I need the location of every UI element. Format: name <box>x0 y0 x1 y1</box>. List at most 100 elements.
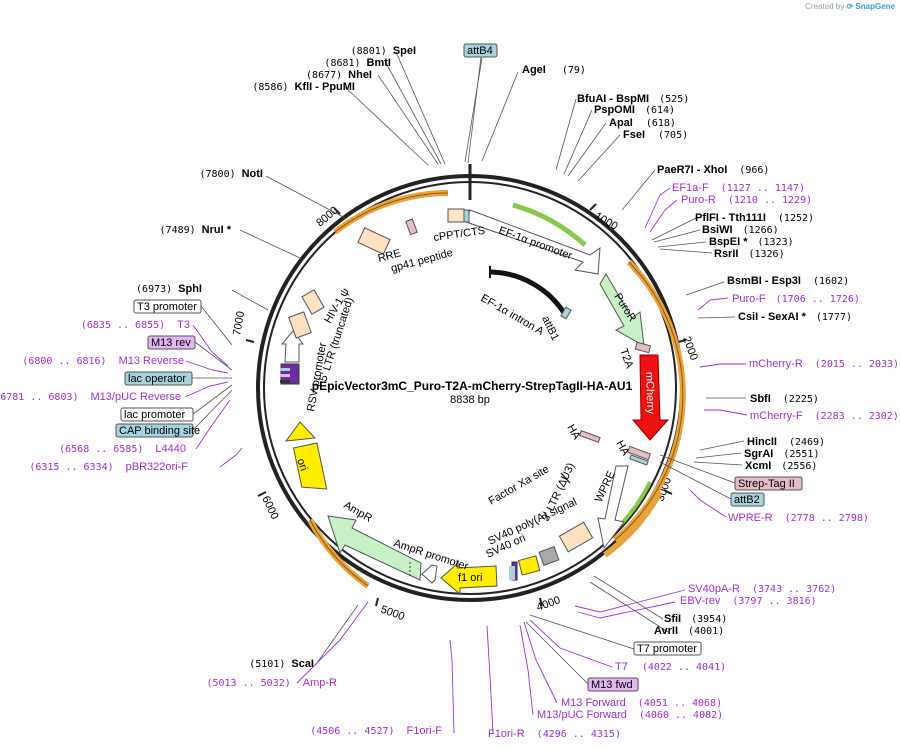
primer-t7: T7(4022 .. 4041) <box>615 661 726 673</box>
ha-label-2: HA <box>613 439 631 459</box>
wpre-arc <box>603 490 663 558</box>
ltr5-box <box>288 311 312 339</box>
t7-promoter-label: T7 promoter <box>637 643 697 655</box>
tick-1000: 1000 <box>593 210 620 233</box>
site-scai: (5101)ScaI <box>249 658 314 670</box>
site-bsiwi: BsiWI(1266) <box>702 224 779 236</box>
left-sites: (8801)SpeI (8681)BmtI (8677)NheI (8586)K… <box>136 45 416 670</box>
lac-promoter-box <box>120 407 194 422</box>
attb4-box <box>463 43 498 58</box>
primer-m13-forward: M13 Forward(4051 .. 4068) <box>561 697 722 709</box>
cap-binding-box <box>115 423 194 438</box>
credit-brand: SnapGene <box>855 2 895 11</box>
site-avrii: AvrII(4001) <box>654 625 724 637</box>
site-noti: (7800)NotI <box>199 168 263 180</box>
primer-sv40pa-r: SV40pA-R(3743 .. 3762) <box>688 583 836 595</box>
site-sbfi: SbfI(2225) <box>750 393 819 405</box>
attb2-mark <box>629 454 649 466</box>
ef1a-intron-label: EF-1α intron A <box>479 292 547 338</box>
site-rsrii: RsrII(1326) <box>714 248 785 260</box>
right-primers: EF1a-F(1127 .. 1147) Puro-R(1210 .. 1229… <box>488 182 899 740</box>
snapgene-credit: Created by ⟳ SnapGene <box>805 2 895 11</box>
m13-fwd-label: M13 fwd <box>591 679 633 691</box>
mcherry-arrow <box>631 354 670 441</box>
attb2-box <box>730 492 765 507</box>
f1ori-label: f1 ori <box>458 572 482 584</box>
t3-promoter-label: T3 promoter <box>137 301 197 313</box>
attb4-mark <box>463 209 470 223</box>
m13-rev-box <box>147 335 196 350</box>
cppt-label: cPPT/CTS <box>433 225 486 244</box>
site-sgrai: SgrAI(2551) <box>744 448 819 460</box>
primer-puro-r: Puro-R(1210 .. 1229) <box>681 194 812 206</box>
primer-mcherry-r: mCherry-R(2015 .. 2033) <box>749 358 899 370</box>
attb4-label: attB4 <box>467 45 493 57</box>
ha-label-1: HA <box>564 423 582 443</box>
site-nhei: (8677)NheI <box>306 69 372 81</box>
m13-fwd-box <box>587 677 639 692</box>
primer-l4440: (6568 .. 6585)L4440 <box>59 443 186 455</box>
sv40polya-box <box>538 546 560 566</box>
site-agei: AgeI(79) <box>522 64 586 76</box>
ef1a-promoter-arrow <box>465 209 601 275</box>
right-sites: AgeI(79) BfuAI - BspMI(525) PspOMI(614) … <box>522 64 852 637</box>
primer-f1ori-f: (4506 .. 4527)F1ori-F <box>310 725 442 737</box>
rre-label: RRE <box>377 247 403 265</box>
ha-box-1 <box>578 430 601 443</box>
ampr-promoter-arrow <box>421 564 438 584</box>
primer-ebv-rev: EBV-rev(3797 .. 3816) <box>680 595 817 607</box>
site-leaders <box>231 51 746 664</box>
m13-rev-label: M13 rev <box>151 337 191 349</box>
rre-box <box>357 227 391 255</box>
gp41-box <box>405 218 418 236</box>
lac-operator-box <box>124 371 193 386</box>
tick-2000: 2000 <box>680 335 700 362</box>
site-sfii: SfiI(3954) <box>664 613 727 625</box>
lac-operator-label: lac operator <box>128 373 186 385</box>
primer-ef1a-f: EF1a-F(1127 .. 1147) <box>672 182 805 194</box>
t2a-box <box>634 341 652 354</box>
site-bfuai: BfuAI - BspMI(525) <box>577 93 689 105</box>
site-bspei: BspEI *(1323) <box>709 236 794 248</box>
site-csii: CsiI - SexAI *(1777) <box>738 311 852 323</box>
attb2-label: attB2 <box>734 494 760 506</box>
left-primers: (6835 .. 6855)T3 (6800 .. 6816)M13 Rever… <box>0 319 442 737</box>
primer-m13-reverse: (6800 .. 6816)M13 Reverse <box>22 355 184 367</box>
primer-wpre-r: WPRE-R(2778 .. 2798) <box>728 512 869 524</box>
site-pspomi: PspOMI(614) <box>594 104 675 116</box>
ampr-arrow <box>327 515 422 581</box>
primer-m13puc-reverse: (6781 .. 6803)M13/pUC Reverse <box>0 391 181 403</box>
lac-promoter-label: lac promoter <box>124 409 185 421</box>
site-xcmi: XcmI(2556) <box>745 460 817 472</box>
f1ori-arrow <box>440 561 498 596</box>
plasmid-size: 8838 bp <box>450 394 490 406</box>
primer-pbr322ori-f: (6315 .. 6334)pBR322ori-F <box>29 461 188 473</box>
attb1-mark <box>560 306 572 320</box>
sv40ori-box <box>517 555 541 576</box>
t3-promoter-box <box>133 299 202 314</box>
ha-box-2 <box>626 445 652 461</box>
site-pflfi: PflFI - Tth111I(1252) <box>695 212 814 224</box>
tick-5000: 5000 <box>379 604 406 624</box>
primer-f1ori-r: F1ori-R(4296 .. 4315) <box>488 728 621 740</box>
cap-binding-label: CAP binding site <box>119 425 200 437</box>
boxed-labels: attB4 Strep-Tag II attB2 T7 promoter M13… <box>115 43 803 692</box>
tick-7000: 7000 <box>231 310 247 336</box>
factor-xa-label: Factor Xa site <box>487 463 552 507</box>
strep-tag-label: Strep-Tag II <box>738 478 795 490</box>
hiv-psi-box <box>301 289 325 315</box>
site-nrui: (7489)NruI * <box>160 224 232 236</box>
factor-xa-mark <box>560 472 571 484</box>
primer-puro-f: Puro-F(1706 .. 1726) <box>732 293 860 305</box>
plasmid-name: pEpicVector3mC_Puro-T2A-mCherry-StrepTag… <box>312 379 633 393</box>
primer-mcherry-f: mCherry-F(2283 .. 2302) <box>750 410 899 422</box>
site-bmti: (8681)BmtI <box>324 57 391 69</box>
site-spei: (8801)SpeI <box>351 45 416 57</box>
ori-label: ori <box>294 457 309 473</box>
credit-prefix: Created by <box>805 2 845 11</box>
tick-6000: 6000 <box>259 494 280 521</box>
puror-arrow <box>599 273 645 347</box>
site-hincii: HincII(2469) <box>747 436 825 448</box>
site-sphi: (6973)SphI <box>136 283 202 295</box>
